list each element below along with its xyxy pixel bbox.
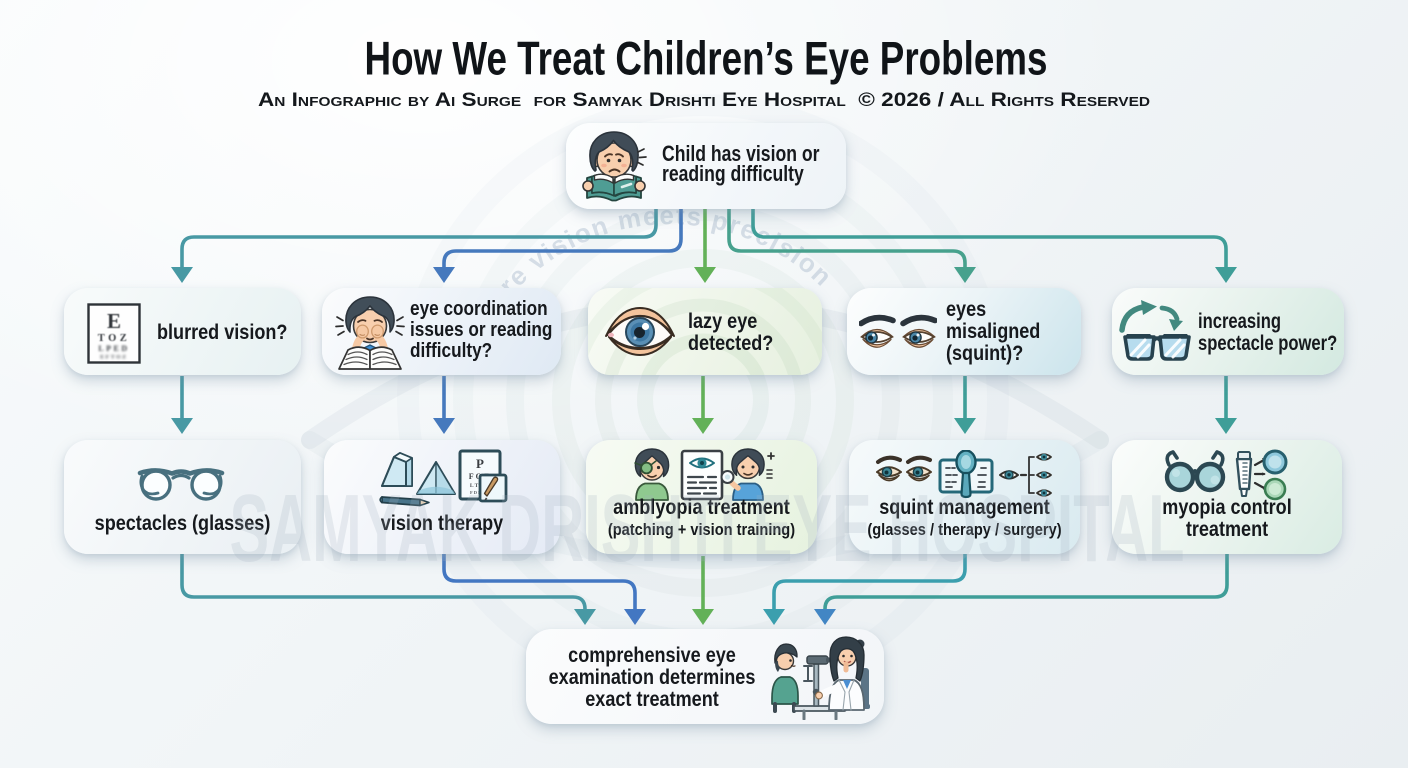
svg-text:LPED: LPED [98,344,129,353]
svg-text:P: P [476,456,484,471]
svg-text:E: E [107,309,121,333]
svg-text:TOZ: TOZ [98,333,130,344]
svg-text:EFTOZ: EFTOZ [100,355,128,361]
svg-text:How We Treat Children’s Eye Pr: How We Treat Children’s Eye Problems [365,32,1048,85]
svg-text:An Infographic by Ai Surge fo: An Infographic by Ai Surge for Samyak Dr… [258,90,1150,111]
svg-text:SAMYAK DRISHTI EYE HOSPITAL: SAMYAK DRISHTI EYE HOSPITAL [230,475,1185,582]
